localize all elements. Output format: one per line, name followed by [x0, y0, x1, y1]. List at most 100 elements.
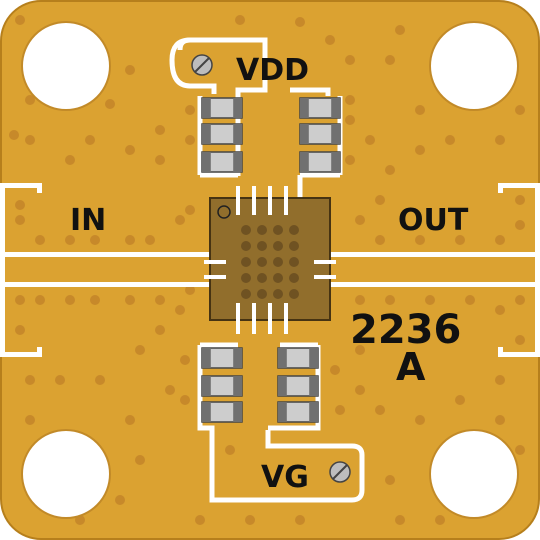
via-dot: [180, 355, 190, 365]
via-dot: [495, 375, 505, 385]
via-pattern: [9, 15, 525, 525]
via-dot: [65, 295, 75, 305]
chip-ball: [257, 273, 267, 283]
via-dot: [15, 295, 25, 305]
vdd-label: VDD: [236, 53, 309, 88]
via-dot: [95, 375, 105, 385]
chip-body: [209, 197, 331, 321]
via-dot: [375, 405, 385, 415]
via-dot: [185, 285, 195, 295]
capacitor: [201, 401, 243, 423]
rf-trace-input: [0, 183, 210, 357]
via-dot: [515, 295, 525, 305]
via-dot: [235, 15, 245, 25]
via-dot: [195, 515, 205, 525]
via-dot: [295, 17, 305, 27]
mmic-chip: [204, 186, 336, 334]
via-dot: [415, 145, 425, 155]
via-dot: [90, 295, 100, 305]
via-dot: [395, 25, 405, 35]
via-dot: [55, 375, 65, 385]
capacitor: [277, 375, 319, 397]
via-dot: [25, 95, 35, 105]
mounting-hole-bottom-right: [429, 429, 519, 519]
via-dot: [495, 305, 505, 315]
via-dot: [465, 295, 475, 305]
via-dot: [135, 345, 145, 355]
via-dot: [385, 55, 395, 65]
chip-ball: [257, 225, 267, 235]
chip-ball: [257, 257, 267, 267]
via-dot: [135, 455, 145, 465]
via-dot: [455, 235, 465, 245]
via-dot: [515, 445, 525, 455]
via-dot: [225, 445, 235, 455]
via-dot: [25, 375, 35, 385]
capacitor: [201, 123, 243, 145]
via-dot: [435, 515, 445, 525]
capacitor: [201, 347, 243, 369]
via-dot: [375, 235, 385, 245]
via-dot: [335, 405, 345, 415]
via-dot: [35, 295, 45, 305]
via-dot: [330, 365, 340, 375]
mounting-hole-bottom-left: [21, 429, 111, 519]
via-dot: [90, 235, 100, 245]
capacitor: [299, 97, 341, 119]
via-dot: [395, 515, 405, 525]
via-dot: [15, 325, 25, 335]
chip-ball: [257, 241, 267, 251]
via-dot: [185, 105, 195, 115]
input-label: IN: [70, 203, 106, 238]
via-dot: [515, 335, 525, 345]
via-dot: [425, 295, 435, 305]
capacitor: [299, 151, 341, 173]
via-dot: [455, 395, 465, 405]
via-dot: [155, 325, 165, 335]
chip-ball: [241, 257, 251, 267]
capacitor: [277, 347, 319, 369]
chip-ball: [241, 225, 251, 235]
chip-ball: [241, 273, 251, 283]
chip-ball: [289, 241, 299, 251]
chip-ball: [289, 225, 299, 235]
via-dot: [145, 235, 155, 245]
via-dot: [185, 135, 195, 145]
vg-screw-terminal: [329, 461, 351, 483]
via-dot: [65, 155, 75, 165]
via-dot: [155, 125, 165, 135]
via-dot: [295, 515, 305, 525]
chip-ball: [241, 289, 251, 299]
via-dot: [355, 295, 365, 305]
capacitor: [201, 97, 243, 119]
chip-ball: [273, 289, 283, 299]
via-dot: [185, 205, 195, 215]
via-dot: [25, 415, 35, 425]
via-dot: [105, 99, 115, 109]
via-dot: [15, 15, 25, 25]
via-dot: [495, 415, 505, 425]
chip-ball: [273, 273, 283, 283]
via-dot: [155, 155, 165, 165]
pin-one-marker: [217, 205, 231, 219]
output-label: OUT: [398, 203, 469, 238]
revision-label: A: [396, 345, 426, 389]
via-dot: [495, 135, 505, 145]
via-dot: [155, 295, 165, 305]
vg-bias-trace: [197, 342, 365, 503]
via-dot: [9, 130, 19, 140]
via-dot: [165, 385, 175, 395]
via-dot: [515, 220, 525, 230]
via-dot: [365, 135, 375, 145]
vdd-screw-terminal: [191, 54, 213, 76]
via-dot: [385, 165, 395, 175]
via-dot: [385, 475, 395, 485]
via-dot: [175, 215, 185, 225]
via-dot: [345, 115, 355, 125]
via-dot: [125, 235, 135, 245]
via-dot: [25, 135, 35, 145]
rf-trace-output: [330, 183, 540, 357]
via-dot: [385, 295, 395, 305]
part-number-label: 2236: [350, 307, 461, 353]
